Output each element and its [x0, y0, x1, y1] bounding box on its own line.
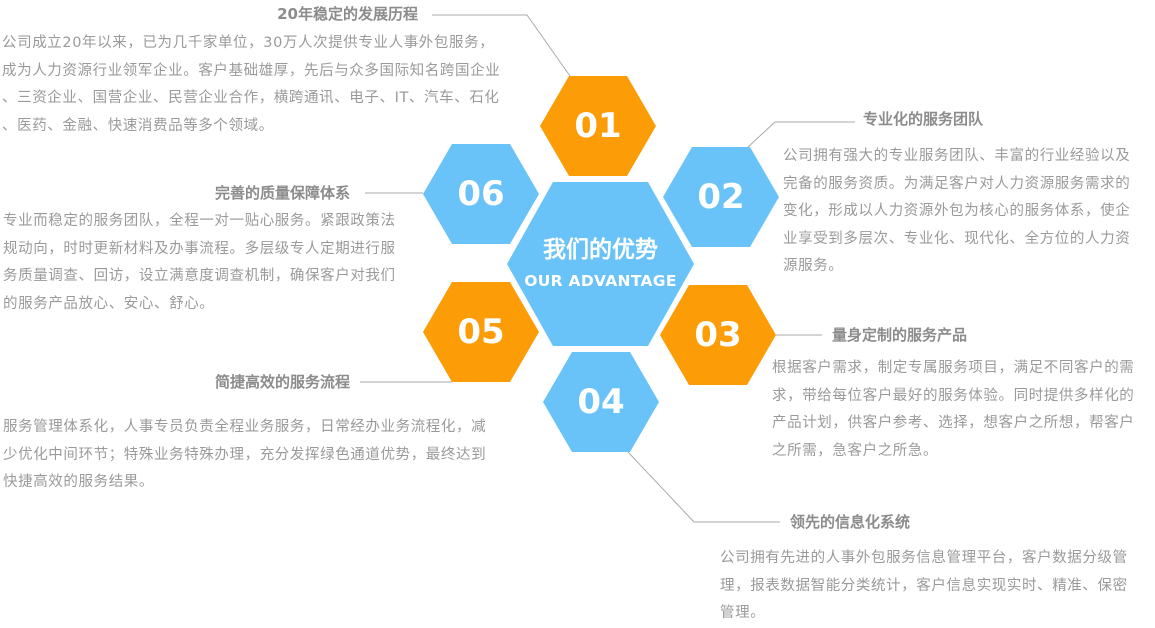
- text-line: 之所需，急客户之所急。: [772, 442, 939, 459]
- text-line: 、三资企业、国营企业、民营企业合作，横跨通讯、电子、IT、汽车、石化: [2, 90, 500, 106]
- text-line: 理，报表数据智能分类统计，客户信息实现实时、精准、保密: [720, 577, 1128, 594]
- item-text-01: 公司成立20年以来，已为几千家单位，30万人次提供专业人事外包服务， 成为人力资…: [2, 30, 500, 140]
- item-text-04: 公司拥有先进的人事外包服务信息管理平台，客户数据分级管 理，报表数据智能分类统计…: [720, 545, 1128, 628]
- text-line: 的服务产品放心、安心、舒心。: [3, 295, 215, 312]
- hexagon-06: [423, 144, 539, 244]
- hexagon-02: [663, 147, 779, 247]
- text-line: 少优化中间环节；特殊业务特殊办理，充分发挥绿色通道优势，最终达到: [3, 446, 487, 463]
- text-line: 服务管理体系化，人事专员负责全程业务服务，日常经办业务流程化，减: [3, 419, 487, 435]
- text-line: 快捷高效的服务结果。: [3, 474, 154, 490]
- hexagon-number-01: 01: [574, 106, 622, 146]
- item-title-02: 专业化的服务团队: [863, 110, 984, 128]
- text-line: 产品计划，供客户参考、选择，想客户之所想，帮客户: [772, 415, 1135, 431]
- item-title-05: 简捷高效的服务流程: [214, 373, 350, 391]
- text-line: 变化，形成以人力资源外包为核心的服务体系，使企: [783, 203, 1131, 219]
- text-line: 源服务。: [783, 258, 844, 274]
- text-line: 完备的服务资质。为满足客户对人力资源服务需求的: [783, 175, 1131, 192]
- text-line: 务质量调查、回访，设立满意度调查机制，确保客户对我们: [3, 268, 396, 284]
- text-line: 根据客户需求，制定专属服务项目，满足不同客户的需: [772, 360, 1135, 376]
- text-line: 公司拥有强大的专业服务团队、丰富的行业经验以及: [783, 148, 1131, 164]
- hexagon-number-06: 06: [457, 174, 505, 214]
- hexagon-number-04: 04: [577, 382, 625, 422]
- connector-02: [747, 121, 855, 148]
- text-line: 成为人力资源行业领军企业。客户基础雄厚，先后与众多国际知名跨国企业: [2, 62, 501, 79]
- item-text-05: 服务管理体系化，人事专员负责全程业务服务，日常经办业务流程化，减 少优化中间环节…: [3, 414, 486, 497]
- item-title-01: 20年稳定的发展历程: [277, 5, 418, 23]
- item-text-03: 根据客户需求，制定专属服务项目，满足不同客户的需 求，带给每位客户最好的服务体验…: [772, 355, 1134, 465]
- text-line: 管理。: [720, 605, 766, 621]
- hexagon-01: [540, 76, 656, 176]
- center-subtitle: OUR ADVANTAGE: [524, 272, 677, 290]
- hexagon-center: [507, 182, 694, 346]
- hexagon-number-02: 02: [697, 177, 745, 217]
- item-title-06: 完善的质量保障体系: [214, 184, 350, 202]
- text-line: 、医药、金融、快速消费品等多个领域。: [2, 117, 274, 134]
- connector-04: [627, 451, 780, 523]
- item-title-04: 领先的信息化系统: [790, 513, 911, 531]
- item-text-06: 专业而稳定的服务团队，全程一对一贴心服务。紧跟政策法 规动向，时时更新材料及办事…: [3, 208, 396, 318]
- text-line: 求，带给每位客户最好的服务体验。同时提供多样化的: [772, 387, 1135, 404]
- center-title: 我们的优势: [543, 237, 658, 263]
- hexagon-03: [660, 285, 776, 385]
- text-line: 业享受到多层次、专业化、现代化、全方位的人力资: [783, 230, 1131, 247]
- item-text-02: 公司拥有强大的专业服务团队、丰富的行业经验以及 完备的服务资质。为满足客户对人力…: [783, 143, 1130, 281]
- text-line: 公司拥有先进的人事外包服务信息管理平台，客户数据分级管: [720, 550, 1128, 566]
- hexagon-number-03: 03: [694, 315, 742, 355]
- item-title-03: 量身定制的服务产品: [832, 326, 968, 344]
- connector-01: [432, 14, 571, 77]
- hexagon-05: [423, 282, 539, 382]
- hexagon-04: [543, 352, 659, 452]
- hexagon-number-05: 05: [457, 312, 505, 352]
- text-line: 公司成立20年以来，已为几千家单位，30万人次提供专业人事外包服务，: [2, 35, 495, 51]
- text-line: 专业而稳定的服务团队，全程一对一贴心服务。紧跟政策法: [3, 213, 396, 229]
- text-line: 规动向，时时更新材料及办事流程。多层级专人定期进行服: [3, 240, 396, 257]
